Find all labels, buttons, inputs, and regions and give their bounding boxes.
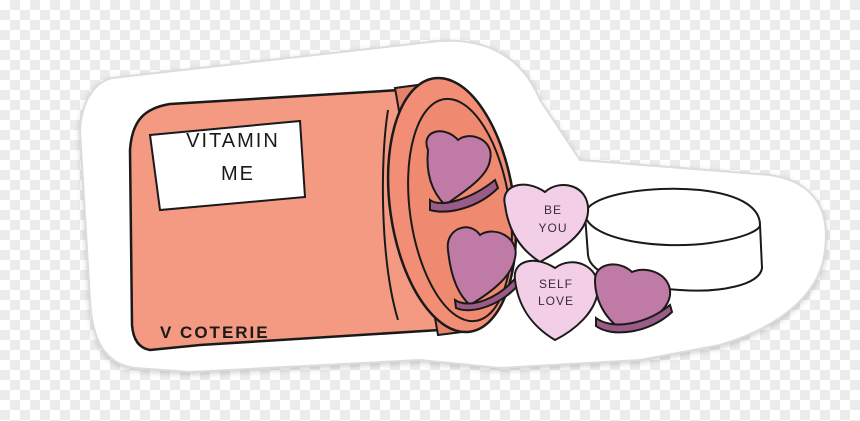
brand-text: V COTERIE <box>160 323 270 342</box>
candy2-line-2: LOVE <box>538 294 574 308</box>
candy-heart-purple-1 <box>425 130 500 213</box>
candy2-line-1: SELF <box>539 277 573 291</box>
candy-heart-purple-2 <box>446 226 522 312</box>
candy-heart-self-love: SELF LOVE <box>513 259 600 342</box>
bottle-label: VITAMIN ME <box>148 119 307 212</box>
label-line-2: ME <box>221 163 255 185</box>
candy1-line-1: BE <box>544 203 562 217</box>
candy-heart-purple-3 <box>593 263 674 334</box>
candy1-line-2: YOU <box>538 221 567 235</box>
label-line-1: VITAMIN <box>186 130 280 152</box>
bottle-lid <box>583 187 764 292</box>
candy-heart-be-you: BE YOU <box>503 183 590 264</box>
